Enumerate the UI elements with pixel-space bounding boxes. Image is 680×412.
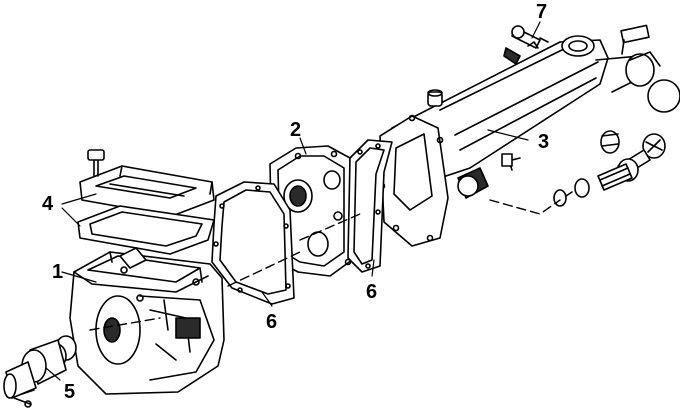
gasket-front: [211, 181, 295, 305]
main-housing: [69, 247, 225, 395]
vent-fitting: [503, 25, 549, 65]
callout-3: 3: [538, 131, 550, 153]
top-cover-gasket: [77, 205, 215, 255]
input-shaft-assembly: [3, 335, 77, 408]
leader-lines: [45, 21, 541, 381]
speedometer-drive-parts: [553, 130, 666, 207]
callout-6-rear-gasket: 6: [366, 281, 378, 303]
top-cover: [79, 165, 215, 217]
callout-7: 7: [536, 1, 548, 23]
cover-bolt: [87, 149, 105, 177]
callout-5: 5: [64, 381, 76, 403]
callout-2: 2: [290, 119, 302, 141]
extension-housing: [378, 24, 680, 247]
callout-6-front-gasket: 6: [266, 311, 278, 333]
callout-4: 4: [42, 193, 54, 215]
callout-1: 1: [52, 261, 64, 283]
assembly-centerline: [89, 199, 561, 331]
gasket-rear: [347, 139, 393, 273]
